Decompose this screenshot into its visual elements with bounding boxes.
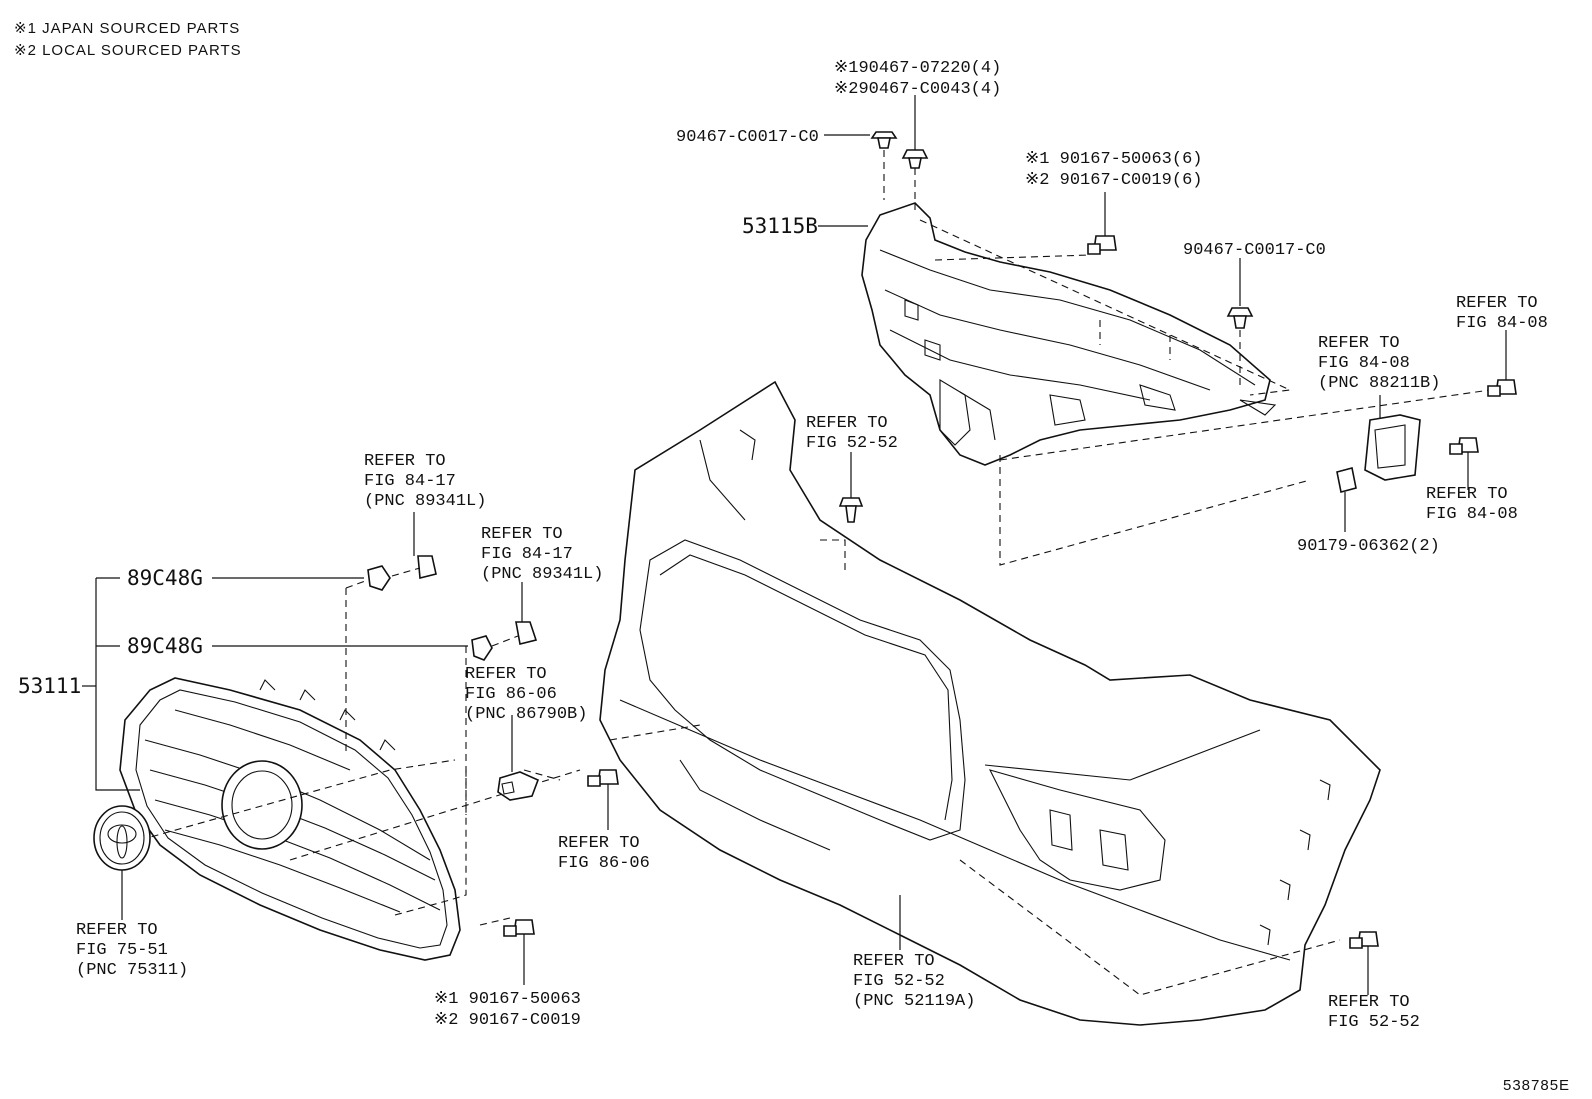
note-japan-sourced: ※1 JAPAN SOURCED PARTS — [14, 20, 240, 37]
label-support-53115B: 53115B — [742, 214, 818, 238]
ref-radar-line1: REFER TO — [1318, 334, 1400, 353]
bolt-icon-radar-side — [1449, 437, 1479, 455]
ref-sensor-lower-line1: REFER TO — [481, 525, 563, 544]
bolt-icon-support — [1087, 235, 1117, 255]
clip-icon-top-left — [870, 131, 898, 149]
ref-camera-line3: (PNC 86790B) — [465, 705, 587, 724]
label-bolt-bottom-1: ※1 90167-50063 — [434, 990, 581, 1009]
ref-radar-bolt-side-line1: REFER TO — [1426, 485, 1508, 504]
ref-sensor-upper-line3: (PNC 89341L) — [364, 492, 486, 511]
radar-sensor[interactable] — [1364, 395, 1421, 481]
toyota-emblem[interactable] — [93, 805, 151, 871]
nut-icon — [1336, 467, 1357, 493]
label-clip-left: 90467-C0017-C0 — [676, 128, 819, 147]
ref-sensor-lower-line2: FIG 84-17 — [481, 545, 573, 564]
ref-camera-bolt-line2: FIG 86-06 — [558, 854, 650, 873]
ref-radar-bolt-top-line2: FIG 84-08 — [1456, 314, 1548, 333]
ref-bumper-line2: FIG 52-52 — [853, 972, 945, 991]
label-bracket-89C48G-1: 89C48G — [127, 566, 203, 590]
label-nut: 90179-06362(2) — [1297, 537, 1440, 556]
ref-camera-line1: REFER TO — [465, 665, 547, 684]
front-camera[interactable] — [497, 771, 540, 801]
ref-sensor-upper-line2: FIG 84-17 — [364, 472, 456, 491]
ref-bumper-clip-line2: FIG 52-52 — [806, 434, 898, 453]
front-bumper-cover[interactable] — [599, 380, 1381, 1026]
ref-radar-bolt-top-line1: REFER TO — [1456, 294, 1538, 313]
label-bolt-top-2: ※2 90167-C0019(6) — [1025, 171, 1202, 190]
bolt-icon-grille — [503, 919, 535, 937]
bolt-icon-camera — [587, 769, 619, 787]
ref-camera-line2: FIG 86-06 — [465, 685, 557, 704]
label-clip-right: 90467-C0017-C0 — [1183, 241, 1326, 260]
sensor-bracket-2[interactable] — [471, 621, 538, 661]
ref-radar-bolt-side-line2: FIG 84-08 — [1426, 505, 1518, 524]
label-clip-top-2: ※290467-C0043(4) — [834, 80, 1001, 99]
label-bolt-bottom-2: ※2 90167-C0019 — [434, 1011, 581, 1030]
radiator-grille[interactable] — [119, 677, 461, 961]
bolt-icon-radar-top — [1487, 379, 1517, 397]
radiator-support-53115B[interactable] — [861, 202, 1277, 466]
clip-icon-bumper — [838, 497, 864, 523]
ref-camera-bolt-line1: REFER TO — [558, 834, 640, 853]
diagram-id: 538785E — [1503, 1077, 1570, 1094]
ref-bumper-screw-line2: FIG 52-52 — [1328, 1013, 1420, 1032]
ref-sensor-lower-line3: (PNC 89341L) — [481, 565, 603, 584]
ref-radar-line2: FIG 84-08 — [1318, 354, 1410, 373]
screw-icon-bumper — [1349, 931, 1379, 949]
ref-radar-line3: (PNC 88211B) — [1318, 374, 1440, 393]
ref-emblem-line2: FIG 75-51 — [76, 941, 168, 960]
ref-bumper-screw-line1: REFER TO — [1328, 993, 1410, 1012]
clip-icon-right — [1226, 307, 1254, 329]
ref-bumper-line1: REFER TO — [853, 952, 935, 971]
label-clip-top-1: ※190467-07220(4) — [834, 59, 1001, 78]
label-bracket-89C48G-2: 89C48G — [127, 634, 203, 658]
ref-bumper-line3: (PNC 52119A) — [853, 992, 975, 1011]
ref-bumper-clip-line1: REFER TO — [806, 414, 888, 433]
label-bolt-top-1: ※1 90167-50063(6) — [1025, 150, 1202, 169]
note-local-sourced: ※2 LOCAL SOURCED PARTS — [14, 42, 242, 59]
ref-sensor-upper-line1: REFER TO — [364, 452, 446, 471]
clip-icon-top-center — [901, 149, 929, 169]
ref-emblem-line3: (PNC 75311) — [76, 961, 188, 980]
label-grille-53111: 53111 — [18, 674, 81, 698]
sensor-bracket-1[interactable] — [367, 555, 437, 591]
ref-emblem-line1: REFER TO — [76, 921, 158, 940]
